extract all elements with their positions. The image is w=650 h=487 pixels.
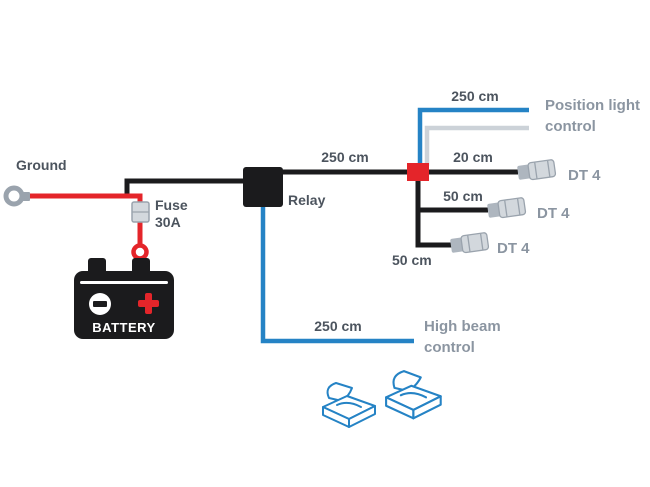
wire-length-position: 250 cm	[451, 88, 499, 104]
ground-label: Ground	[16, 157, 67, 173]
position-light-control-line1: Position light	[545, 97, 640, 114]
wire-length-dt2: 50 cm	[443, 188, 483, 204]
wire-length-highbeam: 250 cm	[314, 318, 362, 334]
ground-ring-terminal-icon	[3, 185, 30, 207]
high-beam-control-line1: High beam	[424, 318, 501, 335]
high-beam-control-label: High beam control	[424, 316, 501, 358]
dt4-wire-50cm-b	[415, 210, 452, 248]
battery-plus-icon	[138, 293, 159, 314]
wire-tap-connector-1-icon	[322, 382, 376, 428]
wire-length-dt3: 50 cm	[392, 252, 432, 268]
position-light-wire	[417, 107, 529, 166]
relay-box	[243, 167, 283, 207]
dt4-label-3: DT 4	[497, 240, 530, 257]
dt4-label-1: DT 4	[568, 167, 601, 184]
position-light-control-line2: control	[545, 118, 596, 135]
battery-icon	[74, 258, 174, 339]
battery-ring-terminal-icon	[131, 243, 149, 261]
battery-label: BATTERY	[92, 320, 156, 335]
dt4-label-2: DT 4	[537, 205, 570, 222]
high-beam-wire	[260, 207, 414, 344]
fuse-label-line1: Fuse	[155, 197, 188, 213]
high-beam-control-line2: control	[424, 339, 475, 356]
dt4-connector-1-icon	[516, 158, 557, 183]
wire-junction-block	[407, 163, 429, 181]
wire-length-dt1: 20 cm	[453, 149, 493, 165]
wire-length-main: 250 cm	[321, 149, 369, 165]
relay-label: Relay	[288, 192, 326, 208]
fuse-label-line2: 30A	[155, 214, 181, 230]
dt4-connector-2-icon	[486, 196, 527, 221]
position-light-gray-wire	[424, 125, 529, 166]
fuse-label: Fuse 30A	[155, 197, 188, 231]
dt4-connector-3-icon	[449, 231, 490, 256]
position-light-control-label: Position light control	[545, 95, 640, 137]
ground-to-relay-wire	[124, 178, 245, 197]
wire-tap-connector-2-icon	[385, 370, 442, 420]
battery-minus-icon	[89, 293, 111, 315]
ring-to-fuse-wire	[28, 193, 143, 203]
fuse-icon	[131, 201, 150, 223]
